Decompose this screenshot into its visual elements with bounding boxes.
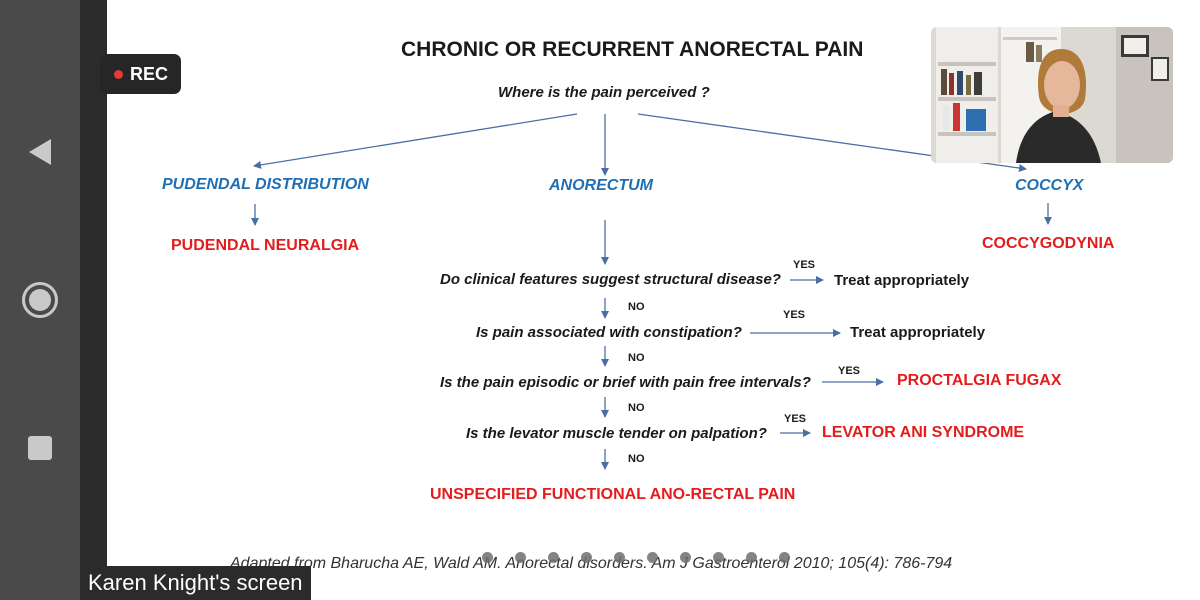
pager-dot[interactable] — [548, 552, 559, 563]
step-2-no: NO — [628, 352, 645, 364]
pager-dot[interactable] — [713, 552, 724, 563]
step-2-question: Is pain associated with constipation? — [476, 324, 742, 341]
step-1-question: Do clinical features suggest structural … — [440, 271, 781, 288]
presenter-video-thumbnail[interactable] — [931, 27, 1173, 163]
coccyx-heading: COCCYX — [1015, 177, 1084, 194]
pager-dot[interactable] — [680, 552, 691, 563]
recent-square-icon — [28, 436, 52, 460]
screen-share-label: Karen Knight's screen — [80, 566, 311, 600]
pager-dot[interactable] — [614, 552, 625, 563]
recent-apps-button[interactable] — [20, 428, 60, 468]
recording-label: REC — [130, 63, 169, 84]
step-1-no: NO — [628, 301, 645, 313]
pudendal-heading: PUDENDAL DISTRIBUTION — [162, 176, 369, 193]
presenter-video-icon — [931, 27, 1173, 163]
home-button[interactable] — [20, 280, 60, 320]
step-4-no: NO — [628, 453, 645, 465]
step-3-yes: YES — [838, 365, 861, 377]
pager-dot[interactable] — [581, 552, 592, 563]
pager-dot[interactable] — [746, 552, 757, 563]
pager-dot[interactable] — [515, 552, 526, 563]
step-2-yes: YES — [783, 309, 806, 321]
step-1-result: Treat appropriately — [834, 272, 970, 289]
back-button[interactable] — [20, 132, 60, 172]
coccyx-diagnosis: COCCYGODYNIA — [982, 235, 1115, 252]
recording-indicator: REC — [100, 54, 181, 94]
record-dot-icon — [114, 69, 123, 79]
slide-reference: Adapted from Bharucha AE, Wald AM. Anore… — [230, 555, 953, 572]
pager-dot[interactable] — [779, 552, 790, 563]
step-1-yes: YES — [793, 259, 816, 271]
android-nav-bar — [0, 0, 80, 600]
top-question: Where is the pain perceived ? — [498, 84, 710, 101]
pudendal-diagnosis: PUDENDAL NEURALGIA — [171, 237, 360, 254]
slide-pager — [482, 552, 790, 563]
step-4-yes: YES — [784, 413, 807, 425]
back-triangle-icon — [29, 139, 51, 165]
pager-dot[interactable] — [482, 552, 493, 563]
step-2-result: Treat appropriately — [850, 324, 986, 341]
step-4-result: LEVATOR ANI SYNDROME — [822, 424, 1025, 441]
step-4-question: Is the levator muscle tender on palpatio… — [466, 425, 767, 442]
anorectum-heading: ANORECTUM — [549, 177, 653, 194]
pager-dot[interactable] — [647, 552, 658, 563]
home-circle-icon — [22, 282, 58, 318]
slide-title: CHRONIC OR RECURRENT ANORECTAL PAIN — [401, 38, 864, 61]
step-3-result: PROCTALGIA FUGAX — [897, 372, 1062, 389]
step-3-question: Is the pain episodic or brief with pain … — [440, 374, 811, 391]
final-diagnosis: UNSPECIFIED FUNCTIONAL ANO-RECTAL PAIN — [430, 486, 796, 503]
step-3-no: NO — [628, 402, 645, 414]
